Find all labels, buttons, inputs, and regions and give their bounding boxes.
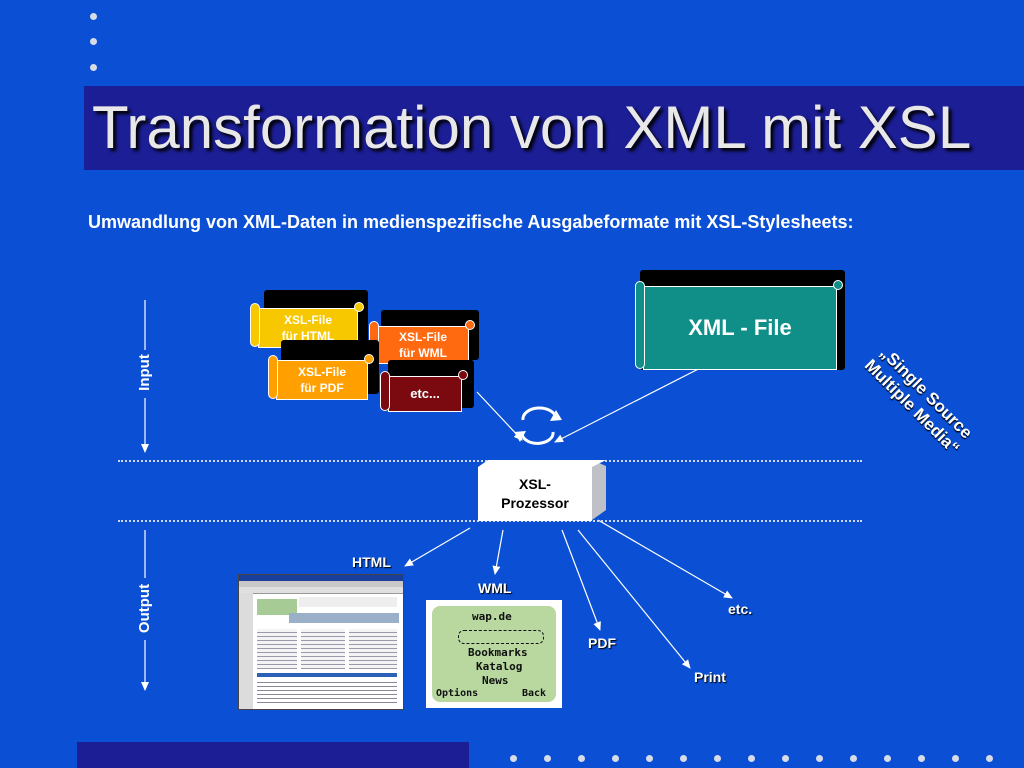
- wap-menu-item: Katalog: [476, 660, 523, 673]
- xml-file: XML - File: [635, 280, 843, 370]
- deco-dot: [646, 755, 653, 762]
- xsl-html-line2: für HTML: [281, 329, 335, 343]
- deco-dot: [816, 755, 823, 762]
- deco-dot: [612, 755, 619, 762]
- deco-dot: [714, 755, 721, 762]
- deco-dot: [918, 755, 925, 762]
- output-wml-label: WML: [478, 580, 512, 596]
- deco-dot: [90, 38, 97, 45]
- deco-dot: [680, 755, 687, 762]
- xsl-file-etc: etc...: [380, 370, 468, 412]
- slide-title: Transformation von XML mit XSL: [92, 94, 972, 161]
- wap-url: wap.de: [472, 610, 512, 623]
- slide-subtitle: Umwandlung von XML-Daten in medienspezif…: [88, 212, 854, 232]
- xsl-wml-line2: für WML: [399, 346, 447, 360]
- xsl-pdf-line1: XSL-File: [297, 365, 346, 379]
- xsl-file-wml: XSL-File für WML: [369, 320, 475, 364]
- separator-line: [118, 520, 862, 522]
- deco-dot: [748, 755, 755, 762]
- deco-dot: [782, 755, 789, 762]
- deco-dot: [884, 755, 891, 762]
- xsl-pdf-line2: für PDF: [300, 381, 344, 395]
- html-page-thumbnail: [238, 574, 404, 710]
- processor-line2: Prozessor: [501, 495, 569, 511]
- xsl-file-pdf: XSL-File für PDF: [268, 354, 374, 400]
- deco-dot: [510, 755, 517, 762]
- deco-dot: [90, 64, 97, 71]
- deco-dot: [986, 755, 993, 762]
- deco-dot: [90, 13, 97, 20]
- output-print-label: Print: [694, 669, 726, 685]
- deco-dot: [952, 755, 959, 762]
- wap-softkey-back: Back: [522, 688, 547, 699]
- deco-dot: [850, 755, 857, 762]
- wap-menu-item: News: [482, 674, 509, 687]
- footer-bar: [77, 742, 469, 768]
- wml-phone-screen: wap.de Bookmarks Katalog News Options Ba…: [426, 600, 562, 708]
- processor-line1: XSL-: [519, 476, 551, 492]
- wap-menu-item: Bookmarks: [468, 646, 528, 659]
- deco-dot: [544, 755, 551, 762]
- processor-top-face: [478, 460, 606, 467]
- xsl-wml-line1: XSL-File: [398, 330, 447, 344]
- output-label: Output: [136, 583, 154, 634]
- output-pdf-label: PDF: [588, 635, 616, 651]
- deco-dot: [578, 755, 585, 762]
- wap-softkey-options: Options: [436, 688, 479, 699]
- xsl-html-line1: XSL-File: [283, 313, 332, 327]
- input-label: Input: [135, 354, 153, 391]
- title-bar: [84, 86, 1024, 170]
- output-etc-label: etc.: [728, 601, 753, 617]
- xsl-processor: XSL- Prozessor: [478, 467, 592, 521]
- output-html-label: HTML: [352, 554, 391, 570]
- refresh-icon: [520, 406, 558, 445]
